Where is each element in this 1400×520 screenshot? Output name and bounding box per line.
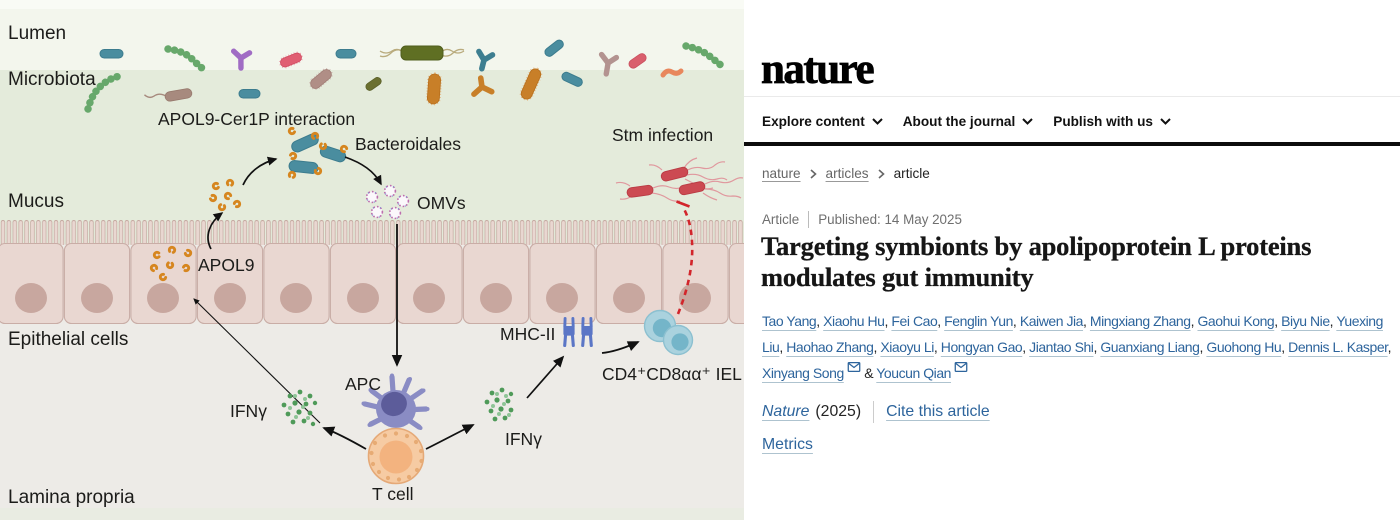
label-stm-infection: Stm infection: [612, 125, 713, 145]
arrow-mhc-to-iel: [601, 341, 640, 354]
inhibition-line: [676, 200, 694, 315]
nature-logo[interactable]: nature: [761, 46, 875, 93]
author-link[interactable]: Xiaoyu Li: [880, 339, 934, 355]
label-mhc2: MHC-II: [500, 324, 555, 344]
author-link[interactable]: Haohao Zhang: [786, 339, 874, 355]
label-omvs: OMVs: [417, 193, 466, 213]
breadcrumb-article: article: [893, 166, 930, 181]
label-epithelial-cells: Epithelial cells: [8, 329, 128, 350]
author-link[interactable]: Biyu Nie: [1281, 313, 1330, 329]
apc-cell: [361, 373, 430, 430]
label-bacteroidales: Bacteroidales: [355, 134, 461, 154]
iel-cells: [643, 309, 694, 356]
metrics-row: Metrics: [762, 436, 813, 454]
author-link[interactable]: Gaohui Kong: [1197, 313, 1275, 329]
stm-cell: [678, 181, 706, 196]
nav-black-rule: [744, 142, 1400, 146]
ifng-cluster-left: [281, 389, 318, 427]
author-link[interactable]: Hongyan Gao: [940, 339, 1023, 355]
label-iel: CD4⁺CD8αα⁺ IEL: [602, 364, 742, 384]
label-ifng-right: IFNγ: [505, 429, 542, 449]
arrows: [193, 156, 640, 450]
bottom-strip: [0, 508, 744, 520]
author-link[interactable]: Yuexing Liu: [762, 313, 1383, 355]
label-microbiota: Microbiota: [8, 69, 96, 90]
nav-item[interactable]: About the journal: [903, 114, 1034, 129]
cite-article-link[interactable]: Cite this article: [886, 403, 990, 420]
nav-item-label: About the journal: [902, 113, 1016, 129]
nav-item-label: Explore content: [762, 113, 865, 129]
author-link[interactable]: Guohong Hu: [1206, 339, 1282, 355]
nav-item-label: Publish with us: [1053, 113, 1153, 129]
metrics-link[interactable]: Metrics: [762, 436, 813, 453]
stm-cell: [660, 166, 689, 182]
breadcrumb-nature[interactable]: nature: [762, 166, 801, 181]
nav-item[interactable]: Explore content: [762, 114, 883, 129]
label-t-cell: T cell: [372, 484, 414, 504]
microbiota-bacteria: [84, 39, 727, 113]
chevron-down-icon: [1160, 117, 1171, 125]
bacteroidales-cluster: [286, 126, 349, 181]
citation-row: Nature (2025) Cite this article: [762, 401, 990, 423]
main-nav: Explore content About the journal Publish …: [762, 99, 1171, 143]
lumen-top-strip: [0, 0, 744, 9]
lumen-region: [0, 0, 744, 70]
article-type: Article: [762, 212, 800, 227]
label-lumen: Lumen: [8, 23, 66, 44]
author-link[interactable]: Xiaohu Hu: [823, 313, 885, 329]
published-date: Published: 14 May 2025: [818, 212, 962, 227]
ifng-cluster-right: [484, 387, 514, 422]
label-apol9-cer1p: APOL9-Cer1P interaction: [158, 109, 355, 129]
epithelium: [0, 219, 744, 325]
breadcrumb: nature articles article: [762, 166, 930, 181]
author-link[interactable]: Tao Yang: [762, 313, 817, 329]
arrow-ifng-to-mhc: [526, 355, 565, 399]
t-cell: [367, 427, 425, 485]
cell-nuclei: [15, 283, 711, 313]
header-divider: [744, 96, 1400, 97]
stm-bacteria: [615, 157, 744, 202]
flagellated-bacterium: [379, 45, 465, 61]
article-title: Targeting symbionts by apolipoprotein L …: [761, 231, 1312, 292]
nav-item[interactable]: Publish with us: [1053, 114, 1171, 129]
arrow-bacteroidales-to-omv: [344, 156, 382, 186]
journal-link[interactable]: Nature: [762, 403, 810, 420]
label-lamina-propria: Lamina propria: [8, 487, 135, 508]
arrow-apol9-to-mucus: [207, 212, 224, 250]
epithelial-cells: [0, 242, 744, 325]
breadcrumb-separator-icon: [878, 168, 885, 179]
author-link[interactable]: Dennis L. Kasper: [1288, 339, 1388, 355]
label-mucus: Mucus: [8, 191, 64, 212]
label-apc: APC: [345, 374, 381, 394]
email-icon[interactable]: [954, 362, 968, 373]
figure-gut-immunity-diagram: Lumen Microbiota Mucus Epithelial cells …: [0, 0, 744, 520]
mucus-region: [0, 70, 744, 244]
author-link[interactable]: Youcun Qian: [876, 365, 952, 381]
author-link[interactable]: Guanxiang Liang: [1100, 339, 1200, 355]
author-link[interactable]: Kaiwen Jia: [1019, 313, 1084, 329]
article-meta: Article Published: 14 May 2025: [762, 211, 962, 228]
author-link[interactable]: Mingxiang Zhang: [1089, 313, 1191, 329]
chevron-down-icon: [872, 117, 883, 125]
stm-cell: [626, 184, 654, 198]
breadcrumb-articles[interactable]: articles: [825, 166, 869, 181]
arrow-apol9-to-bacteroidales: [242, 156, 278, 186]
author-link[interactable]: Fenglin Yun: [944, 313, 1013, 329]
meta-divider: [808, 211, 810, 228]
author-link[interactable]: Xinyang Song: [762, 365, 844, 381]
cite-divider: [873, 401, 875, 423]
label-apol9: APOL9: [198, 255, 254, 275]
breadcrumb-separator-icon: [810, 168, 817, 179]
author-list: Tao Yang, Xiaohu Hu, Fei Cao, Fenglin Yu…: [762, 313, 1392, 381]
author-link[interactable]: Jiantao Shi: [1029, 339, 1094, 355]
chevron-down-icon: [1022, 117, 1033, 125]
journal-year: (2025): [815, 403, 862, 420]
label-ifng-left: IFNγ: [230, 401, 267, 421]
email-icon[interactable]: [847, 362, 861, 373]
arrow-ifng-to-cell: [193, 298, 321, 424]
arrow-tcell-to-ifng-right: [425, 424, 475, 450]
author-link[interactable]: Fei Cao: [891, 313, 938, 329]
arrow-tcell-to-ifng-left: [322, 426, 367, 450]
